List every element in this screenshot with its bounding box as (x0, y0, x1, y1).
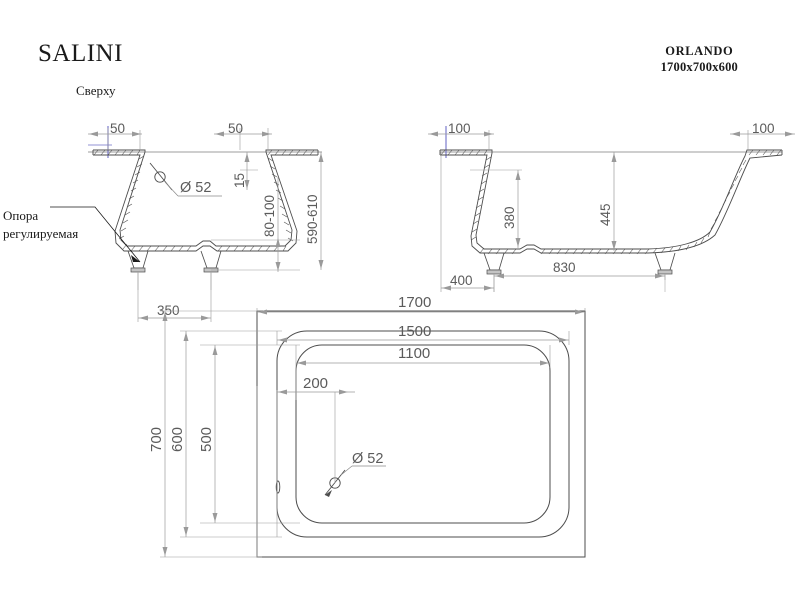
dim-top-drain-offset: 200 (277, 375, 355, 395)
svg-text:700: 700 (148, 427, 165, 452)
view-label-top: Сверху (76, 83, 116, 98)
dim-long-bowl-depth: 445 (598, 152, 617, 251)
svg-text:15: 15 (232, 173, 247, 188)
svg-text:590-610: 590-610 (305, 194, 320, 244)
dim-end-right-rim: 50 (214, 121, 272, 150)
dim-long-foot-depth: 380 (470, 169, 522, 248)
dim-end-leg-adjust: 80-100 (211, 177, 300, 272)
model-info-block: ORLANDO 1700x700x600 (661, 44, 738, 75)
dim-top-rim-width: 600 (169, 331, 189, 537)
end-section-view: Ø 52 50 50 15 (50, 121, 324, 322)
end-profile-hatching (93, 149, 315, 252)
dim-top-bowl-length: 1100 (296, 345, 550, 366)
model-name: ORLANDO (665, 44, 734, 58)
svg-text:100: 100 (448, 121, 471, 136)
svg-text:350: 350 (157, 303, 180, 318)
top-plan-view: Ø 52 1700 1500 (148, 294, 586, 558)
svg-text:50: 50 (110, 121, 125, 136)
dim-top-overall-width: 700 (148, 311, 168, 557)
dim-end-rim-thickness: 15 (232, 152, 258, 190)
svg-text:80-100: 80-100 (262, 195, 277, 237)
bath-bowl-outline (295, 344, 551, 524)
model-dimensions: 1700x700x600 (660, 59, 738, 74)
svg-text:400: 400 (450, 273, 473, 288)
dim-long-left-rim: 100 (428, 121, 494, 150)
dim-top-drain: Ø 52 (352, 451, 383, 467)
drain-callout-end-view: Ø 52 (149, 162, 222, 197)
bath-end-profile (92, 149, 319, 252)
dim-long-leg-spacing: 830 (493, 260, 666, 280)
support-annotation-line2: регулируемая (3, 225, 79, 241)
dim-top-bowl-width: 500 (198, 345, 218, 523)
dim-end-drain: Ø 52 (180, 180, 211, 196)
brand-title: SALINI (38, 40, 123, 67)
svg-text:200: 200 (303, 375, 328, 392)
support-annotation: Опора регулируемая (3, 207, 78, 242)
top-view-left-extensions (160, 310, 300, 558)
svg-text:100: 100 (752, 121, 775, 136)
dim-top-rim-length: 1500 (277, 323, 569, 343)
bath-long-profile (439, 149, 783, 254)
svg-text:1500: 1500 (398, 323, 431, 340)
svg-text:1100: 1100 (398, 345, 430, 362)
dim-long-leg-offset: 400 (440, 152, 495, 292)
adjustable-leg-long-right (654, 252, 676, 292)
dim-end-left-rim: 50 (88, 121, 142, 150)
dim-end-total-height: 590-610 (305, 152, 324, 270)
dim-long-right-rim: 100 (730, 121, 795, 150)
svg-text:500: 500 (198, 427, 215, 452)
support-annotation-line1: Опора (3, 208, 39, 223)
svg-text:600: 600 (169, 427, 186, 452)
long-profile-hatching (440, 149, 782, 255)
svg-text:1700: 1700 (398, 294, 431, 311)
overflow-slot (275, 480, 281, 494)
svg-text:830: 830 (553, 260, 576, 275)
drain-symbol-top-view: Ø 52 (324, 451, 386, 497)
dim-top-overall-length: 1700 (257, 294, 585, 315)
support-leader-line (50, 206, 141, 263)
svg-text:445: 445 (598, 203, 613, 226)
long-section-view: 100 100 380 445 (428, 121, 795, 292)
svg-text:380: 380 (502, 206, 517, 229)
svg-text:50: 50 (228, 121, 243, 136)
top-view-extension-lines (256, 308, 586, 557)
dim-end-leg-spacing: 350 (137, 272, 212, 322)
